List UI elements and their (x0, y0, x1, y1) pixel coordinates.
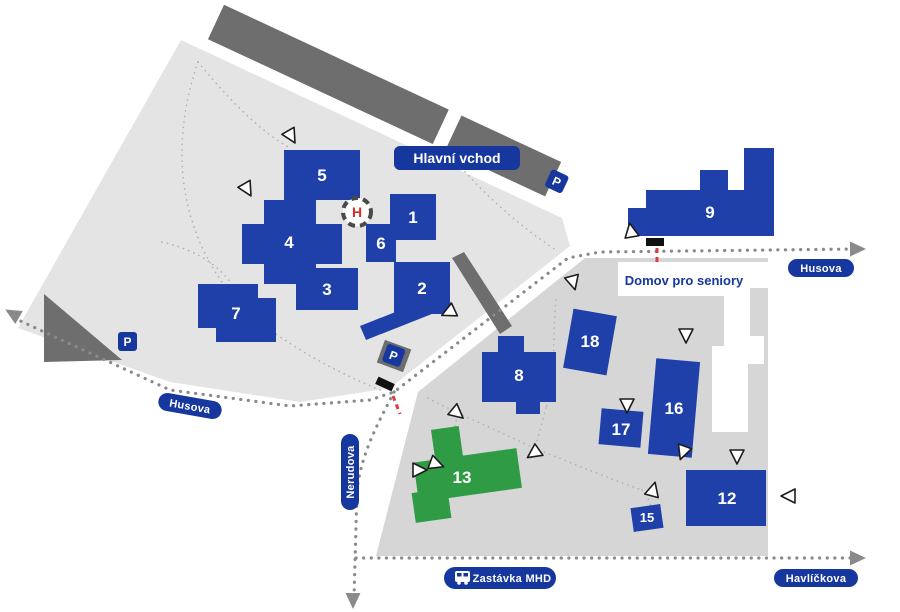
helipad-label: H (352, 204, 362, 220)
helipad-icon: H (341, 196, 373, 228)
main-entrance-label: Hlavní vchod (413, 150, 500, 166)
building-3-label: 3 (322, 280, 331, 299)
buildings-blue (198, 148, 774, 532)
building-1-label: 1 (408, 208, 417, 227)
building-16 (647, 358, 701, 458)
building-13-top (430, 425, 464, 464)
road-arrow-east-husova-icon (850, 241, 866, 257)
building-15-label: 15 (640, 510, 654, 525)
building-13 (411, 425, 522, 523)
building-6 (366, 224, 396, 262)
building-5-label: 5 (317, 166, 326, 185)
road-nerudova (352, 390, 396, 600)
building-6-label: 6 (376, 234, 385, 253)
building-4 (242, 200, 342, 284)
husova-east-label: Husova (800, 263, 842, 275)
transit-stop-pill: Zastávka MHD (444, 567, 556, 589)
building-9-label: 9 (705, 203, 714, 222)
building-12 (686, 470, 766, 526)
building-2-label: 2 (417, 279, 426, 298)
dark-sliver (452, 252, 512, 334)
building-1 (390, 194, 436, 240)
gate-west (375, 376, 395, 392)
building-15 (630, 504, 664, 532)
building-17 (598, 408, 644, 448)
road-husova (12, 247, 857, 408)
entrance-arrow-icon (780, 488, 796, 504)
transit-stop-label: Zastávka MHD (473, 573, 552, 585)
building-5 (284, 150, 360, 200)
bus-icon (455, 571, 470, 585)
street-label-nerudova: Nerudova (341, 434, 359, 510)
road-arrow-east-havlickova-icon (850, 550, 866, 566)
gate-markers (391, 248, 659, 415)
building-12-label: 12 (718, 489, 737, 508)
dark-triangle (44, 294, 122, 362)
building-8-label: 8 (514, 366, 523, 385)
parking-west-label: P (123, 335, 131, 349)
entrance-gap (431, 107, 463, 152)
parking-marker-north: P (545, 169, 569, 193)
building-18 (563, 308, 617, 376)
building-13-label: 13 (453, 468, 472, 487)
building-3 (296, 268, 358, 310)
main-entrance-pill: Hlavní vchod (394, 146, 520, 170)
gate-west-dash (391, 395, 402, 415)
building-16-label: 16 (665, 399, 684, 418)
gate-east (646, 238, 664, 246)
building-4-label: 4 (284, 233, 294, 252)
street-label-husova-west: Husova (158, 393, 222, 419)
parking-markers: P P P (118, 169, 569, 367)
parking-marker-mid: P (382, 344, 406, 367)
building-17-label: 17 (612, 420, 631, 439)
seniors-home-building (618, 262, 768, 432)
nerudova-label: Nerudova (345, 445, 357, 499)
havlickova-label: Havlíčkova (786, 573, 847, 585)
road-arrow-south-icon (345, 593, 361, 609)
seniors-home-label: Domov pro seniory (625, 273, 744, 288)
building-7-label: 7 (231, 304, 240, 323)
building-18-label: 18 (581, 332, 600, 351)
building-8 (482, 336, 556, 414)
parking-marker-west: P (118, 332, 137, 351)
building-13-foot (411, 488, 452, 523)
building-2-wing (360, 292, 452, 340)
building-numbers: 5 1 4 6 3 2 7 9 8 18 16 17 15 12 13 (231, 166, 736, 525)
roads (12, 247, 858, 600)
street-label-husova-east: Husova (788, 259, 854, 277)
building-7 (198, 284, 276, 342)
building-9 (628, 148, 774, 236)
street-label-havlickova: Havlíčkova (774, 569, 858, 587)
